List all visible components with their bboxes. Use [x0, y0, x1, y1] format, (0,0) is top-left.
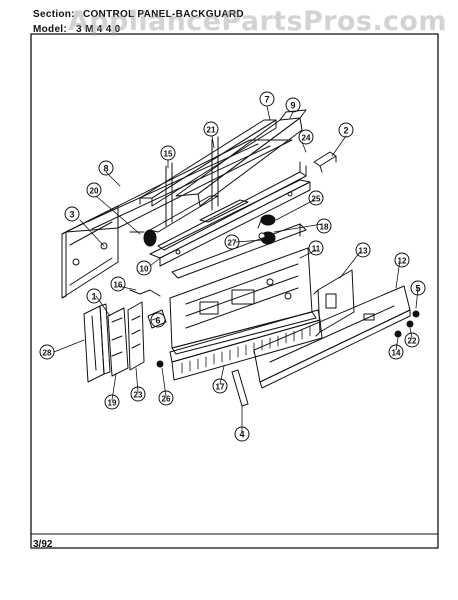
- callout-13-label: 13: [359, 247, 368, 256]
- callout-2: 2: [338, 122, 354, 138]
- callout-21: 21: [203, 121, 219, 137]
- callout-7-label: 7: [264, 95, 269, 105]
- part-20-switch: [129, 229, 157, 247]
- callout-18-label: 18: [320, 223, 329, 232]
- callout-11: 11: [308, 240, 324, 256]
- model-label: Model:: [33, 24, 68, 35]
- callout-13: 13: [355, 242, 371, 258]
- callout-16: 16: [110, 276, 126, 292]
- part-10-lower-rail: [149, 179, 311, 267]
- callout-2-label: 2: [343, 126, 348, 136]
- model-value: 3 M 4 4 0: [76, 24, 121, 35]
- callout-balloons: 7 9 21 15 2 24 8 20 25 3 18 27 11 13 10 …: [39, 91, 426, 442]
- callout-15: 15: [160, 145, 176, 161]
- callout-21-label: 21: [207, 126, 216, 135]
- callout-17: 17: [212, 378, 228, 394]
- date-code: 3/92: [33, 539, 53, 550]
- part-4-trim-strip: [231, 369, 249, 407]
- callout-18: 18: [316, 218, 332, 234]
- callout-10-label: 10: [140, 265, 149, 274]
- section-label: Section:: [33, 9, 75, 20]
- section-title: Section: CONTROL PANEL-BACKGUARD: [33, 9, 244, 20]
- callout-26-label: 26: [162, 395, 171, 404]
- callout-4: 4: [234, 426, 250, 442]
- callout-25-label: 25: [312, 195, 321, 204]
- part-6-block: [147, 309, 167, 329]
- callout-5-label: 5: [415, 284, 420, 294]
- model-title: Model: 3 M 4 4 0: [33, 24, 121, 35]
- part-24-upper-rail: [157, 161, 307, 251]
- callout-23: 23: [130, 386, 146, 402]
- leader-lines: [53, 105, 419, 433]
- part-25-timer-motor: [257, 214, 276, 229]
- callout-15-label: 15: [164, 150, 173, 159]
- part-9-top-cap: [175, 109, 307, 207]
- callout-28: 28: [39, 344, 55, 360]
- callout-16-label: 16: [114, 281, 123, 290]
- part-7-top-trim: [139, 119, 277, 207]
- callout-25: 25: [308, 190, 324, 206]
- part-26-screw: [156, 360, 164, 368]
- callout-10: 10: [136, 260, 152, 276]
- page-frame: [30, 33, 439, 549]
- part-14-nut: [394, 330, 402, 338]
- callout-22: 22: [404, 332, 420, 348]
- callout-14-label: 14: [392, 349, 401, 358]
- part-22-screw: [406, 320, 414, 328]
- part-19-left-bracket: [107, 307, 129, 377]
- callout-26: 26: [158, 390, 174, 406]
- callout-20-label: 20: [90, 187, 99, 196]
- callout-5: 5: [410, 280, 426, 296]
- callout-7: 7: [259, 91, 275, 107]
- callout-12: 12: [394, 252, 410, 268]
- callout-9-label: 9: [290, 101, 295, 111]
- part-5-screw: [412, 310, 420, 318]
- callout-9: 9: [285, 97, 301, 113]
- callout-3: 3: [64, 206, 80, 222]
- callout-4-label: 4: [239, 430, 244, 440]
- callout-27-label: 27: [228, 239, 237, 248]
- callout-19: 19: [104, 394, 120, 410]
- part-18-control-housing: [171, 223, 307, 279]
- callout-20: 20: [86, 182, 102, 198]
- callout-12-label: 12: [398, 257, 407, 266]
- callout-11-label: 11: [312, 245, 321, 254]
- callout-19-label: 19: [108, 399, 117, 408]
- part-28-end-cap: [83, 303, 111, 383]
- callout-3-label: 3: [69, 210, 74, 220]
- watermark-logo: AppliancePartsPros.com: [68, 6, 447, 37]
- callout-1: 1: [86, 288, 102, 304]
- part-13-right-bracket: [313, 269, 355, 337]
- callout-22-label: 22: [408, 337, 417, 346]
- callout-6: 6: [150, 312, 166, 328]
- part-12-front-glass: [253, 285, 411, 389]
- section-value: CONTROL PANEL-BACKGUARD: [82, 9, 244, 20]
- callout-27: 27: [224, 234, 240, 250]
- callout-17-label: 17: [216, 383, 225, 392]
- part-23-right-bracket: [127, 301, 145, 371]
- callout-23-label: 23: [134, 391, 143, 400]
- callout-24: 24: [298, 129, 314, 145]
- callout-1-label: 1: [91, 292, 96, 302]
- callout-6-label: 6: [155, 316, 160, 326]
- callout-8-label: 8: [103, 164, 108, 174]
- part-16-harness: [129, 289, 161, 297]
- callout-28-label: 28: [43, 349, 52, 358]
- callout-14: 14: [388, 344, 404, 360]
- part-2-clip: [313, 151, 337, 173]
- callout-24-label: 24: [302, 134, 311, 143]
- callout-8: 8: [98, 160, 114, 176]
